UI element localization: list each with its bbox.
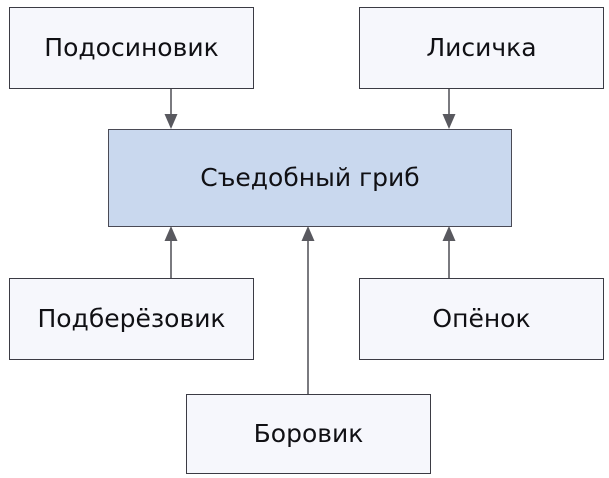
node-central-label: Съедобный гриб [200,162,420,192]
node-lisichka-label: Лисичка [426,32,537,62]
node-podosinovik-label: Подосиновик [44,32,219,62]
node-central-edible-mushroom[interactable]: Съедобный гриб [108,129,512,227]
edge-lisichka-to-central [442,88,456,129]
edge-openok-to-central [442,226,456,278]
node-podberezovik[interactable]: Подберёзовик [9,278,254,360]
edge-podberezovik-to-central [164,226,178,278]
node-podosinovik[interactable]: Подосиновик [9,7,254,89]
node-openok-label: Опёнок [432,303,531,333]
node-openok[interactable]: Опёнок [359,278,604,360]
node-podberezovik-label: Подберёзовик [37,303,226,333]
edge-borovik-to-central [301,226,315,394]
node-borovik-label: Боровик [253,418,364,448]
node-borovik[interactable]: Боровик [186,394,431,474]
node-lisichka[interactable]: Лисичка [359,7,604,89]
edge-podosinovik-to-central [164,88,178,129]
